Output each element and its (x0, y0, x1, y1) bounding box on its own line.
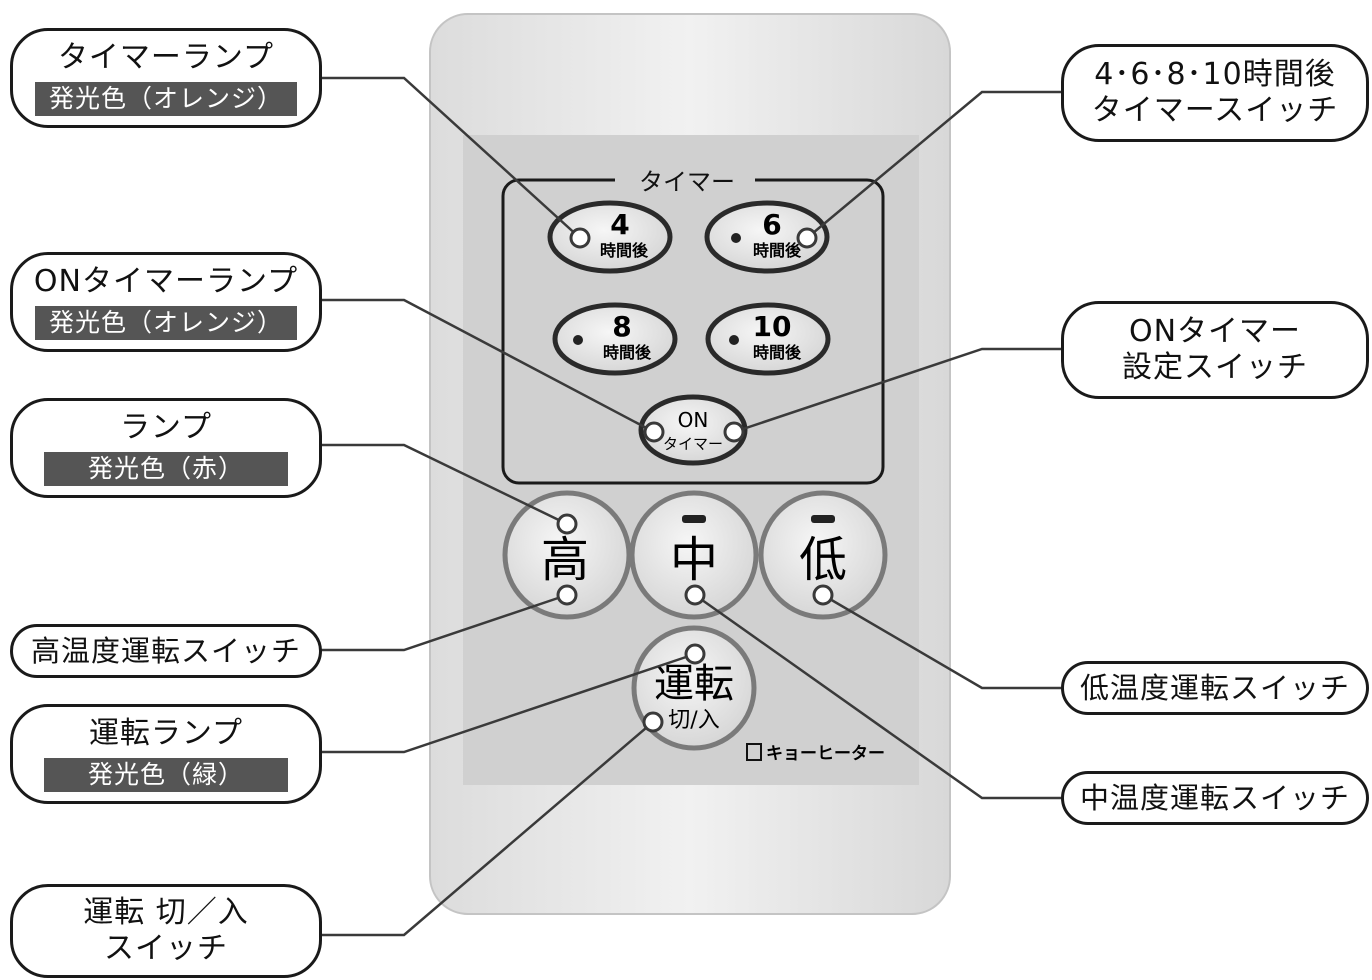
dot-lamp (556, 513, 578, 535)
timer-button-10[interactable]: 10 時間後 (705, 302, 831, 376)
callout-title-line1: ONタイマー (1128, 314, 1302, 349)
dot-on-timer-lamp (643, 421, 665, 443)
callout-title: ランプ (119, 410, 213, 445)
leader-line-run-lamp (320, 652, 696, 754)
dot-low-switch (812, 584, 834, 606)
callout-lamp: ランプ 発光色（赤） (10, 398, 322, 498)
timer-button-unit: 時間後 (753, 343, 802, 362)
callout-title: 低温度運転スイッチ (1079, 671, 1350, 705)
dot-timer-switch (796, 227, 818, 249)
power-button-line2: 切/入 (668, 708, 719, 733)
power-button[interactable]: 運転 切/入 (631, 625, 757, 751)
brand-logo: キョーヒーター (746, 743, 885, 764)
mid-lamp-indicator (682, 515, 706, 523)
dot-run-lamp (684, 643, 706, 665)
callout-title: 高温度運転スイッチ (30, 634, 301, 668)
timer-button-unit: 時間後 (753, 241, 802, 260)
dot-timer-lamp (569, 227, 591, 249)
timer-heading: タイマー (639, 168, 735, 196)
leader-line-mid-switch (694, 593, 1063, 800)
timer-button-6[interactable]: 6 時間後 (704, 200, 830, 274)
mid-temp-button[interactable]: 中 (629, 490, 759, 620)
leader-line-timer-lamp (320, 76, 581, 239)
callout-mid-switch: 中温度運転スイッチ (1061, 771, 1369, 825)
timer-button-number: 6 (762, 208, 781, 241)
timer-button-unit: 時間後 (603, 343, 652, 362)
high-temp-button[interactable]: 高 (502, 490, 632, 620)
callout-title: 中温度運転スイッチ (1079, 781, 1350, 815)
leader-line-timer-switch (806, 90, 1063, 239)
leader-line-lamp (320, 443, 568, 526)
callout-low-switch: 低温度運転スイッチ (1061, 661, 1369, 715)
callout-title: 運転ランプ (88, 716, 244, 751)
timer-lamp-indicator (573, 335, 583, 345)
leader-line-low-switch (822, 593, 1063, 690)
timer-button-number: 10 (753, 310, 792, 343)
low-temp-label: 低 (799, 532, 847, 588)
timer-button-4[interactable]: 4 時間後 (547, 200, 673, 274)
high-temp-label: 高 (541, 532, 589, 588)
callout-title-line1: 運転 切／入 (83, 895, 249, 930)
callout-title-line2: 設定スイッチ (1122, 350, 1308, 385)
dot-power-switch (642, 711, 664, 733)
brand-name: キョーヒーター (766, 744, 885, 764)
timer-lamp-indicator (731, 233, 741, 243)
leader-line-high-switch (320, 593, 568, 652)
callout-title-line2: タイマースイッチ (1091, 93, 1339, 128)
leader-line-on-timer-lamp (320, 298, 655, 434)
callout-high-switch: 高温度運転スイッチ (10, 624, 322, 678)
callout-on-timer-switch: ONタイマー 設定スイッチ (1061, 301, 1369, 399)
leader-dots (556, 227, 834, 733)
callout-run-lamp: 運転ランプ 発光色（緑） (10, 704, 322, 804)
low-lamp-indicator (811, 515, 835, 523)
timer-lamp-indicator (729, 335, 739, 345)
timer-button-number: 8 (612, 310, 631, 343)
timer-button-number: 4 (610, 208, 629, 241)
timer-button-unit: 時間後 (600, 241, 649, 260)
callout-timer-switch: 4･6･8･10時間後 タイマースイッチ (1061, 44, 1369, 142)
callout-timer-lamp: タイマーランプ 発光色（オレンジ） (10, 28, 322, 128)
leader-lines (320, 76, 1063, 937)
dot-high-switch (556, 584, 578, 606)
on-timer-button[interactable]: ON タイマー (638, 394, 748, 466)
callout-title: ONタイマーランプ (33, 264, 299, 299)
leader-line-power-switch (320, 721, 654, 937)
low-temp-button[interactable]: 低 (758, 490, 888, 620)
callout-color-tag: 発光色（赤） (43, 452, 288, 486)
callout-color-tag: 発光色（オレンジ） (34, 306, 297, 340)
on-timer-button-line2: タイマー (663, 435, 723, 453)
callout-color-tag: 発光色（緑） (43, 758, 288, 792)
callout-color-tag: 発光色（オレンジ） (34, 82, 297, 116)
callout-title: タイマーランプ (57, 40, 275, 75)
callout-title-line2: スイッチ (104, 931, 228, 966)
leader-line-on-timer-switch (733, 347, 1063, 434)
on-timer-button-line1: ON (678, 408, 709, 432)
power-button-line1: 運転 (654, 661, 734, 707)
callout-title-line1: 4･6･8･10時間後 (1094, 57, 1336, 92)
dot-on-timer-switch (723, 421, 745, 443)
callout-power-switch: 運転 切／入 スイッチ (10, 884, 322, 978)
callout-on-timer-lamp: ONタイマーランプ 発光色（オレンジ） (10, 252, 322, 352)
dot-mid-switch (684, 584, 706, 606)
mid-temp-label: 中 (670, 532, 718, 588)
timer-button-8[interactable]: 8 時間後 (552, 302, 678, 376)
